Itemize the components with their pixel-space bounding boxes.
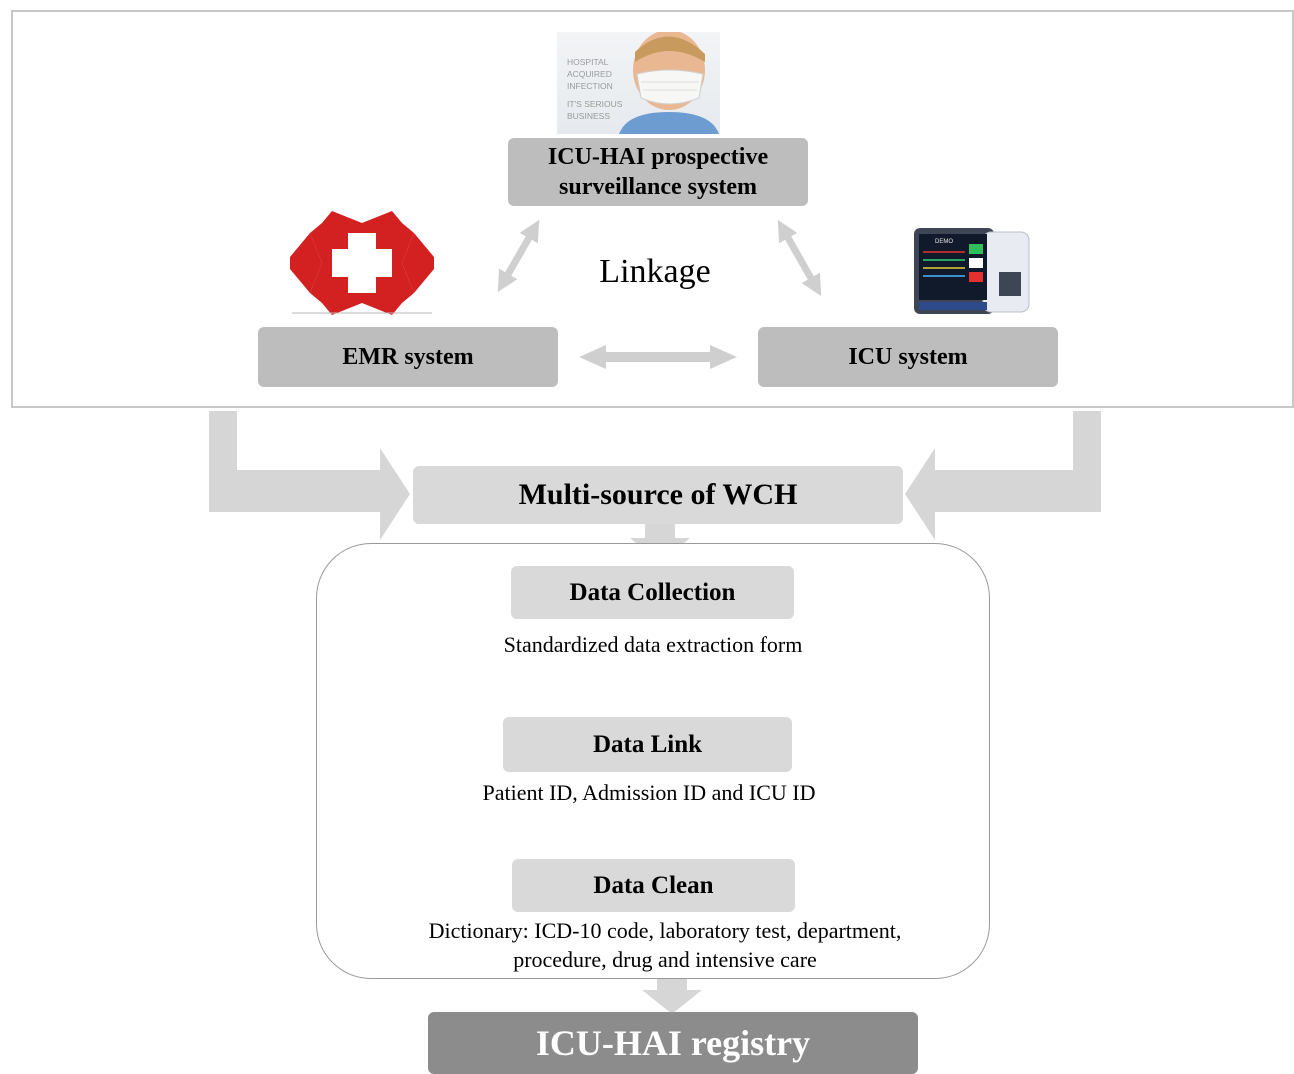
monitor-screen-text: DEMO bbox=[935, 239, 953, 245]
icu-to-multisource-arrow bbox=[905, 411, 1101, 540]
surveillance-system-box: ICU-HAI prospective surveillance system bbox=[508, 138, 808, 206]
hai-poster-image: HOSPITAL ACQUIRED INFECTION IT'S SERIOUS… bbox=[557, 32, 720, 134]
poster-line: HOSPITAL bbox=[567, 57, 609, 67]
emr-system-box: EMR system bbox=[258, 327, 558, 387]
data-link-box: Data Link bbox=[503, 717, 792, 772]
data-clean-note-line-1: Dictionary: ICD-10 code, laboratory test… bbox=[428, 918, 902, 943]
child-mask-illustration bbox=[619, 32, 719, 134]
down-arrow-4 bbox=[642, 976, 702, 1014]
data-link-note: Patient ID, Admission ID and ICU ID bbox=[482, 780, 816, 805]
poster-line: INFECTION bbox=[567, 81, 613, 91]
data-clean-box: Data Clean bbox=[512, 859, 795, 912]
data-clean-note-line-2: procedure, drug and intensive care bbox=[513, 947, 817, 972]
poster-line: ACQUIRED bbox=[567, 69, 612, 79]
data-collection-box: Data Collection bbox=[511, 566, 794, 619]
multisource-box: Multi-source of WCH bbox=[413, 466, 903, 524]
surveillance-line-2: surveillance system bbox=[559, 174, 757, 200]
surveillance-line-1: ICU-HAI prospective bbox=[547, 144, 769, 170]
registry-box: ICU-HAI registry bbox=[428, 1012, 918, 1074]
data-clean-note: Dictionary: ICD-10 code, laboratory test… bbox=[370, 916, 960, 974]
icu-system-box: ICU system bbox=[758, 327, 1058, 387]
poster-line: IT'S SERIOUS bbox=[567, 99, 623, 109]
data-collection-note: Standardized data extraction form bbox=[503, 632, 803, 657]
linkage-label: Linkage bbox=[599, 253, 711, 290]
monitor-icon: DEMO bbox=[914, 228, 1030, 314]
icu-monitor-image: DEMO bbox=[913, 224, 1031, 316]
poster-line: BUSINESS bbox=[567, 111, 610, 121]
emr-to-multisource-arrow bbox=[209, 411, 410, 540]
